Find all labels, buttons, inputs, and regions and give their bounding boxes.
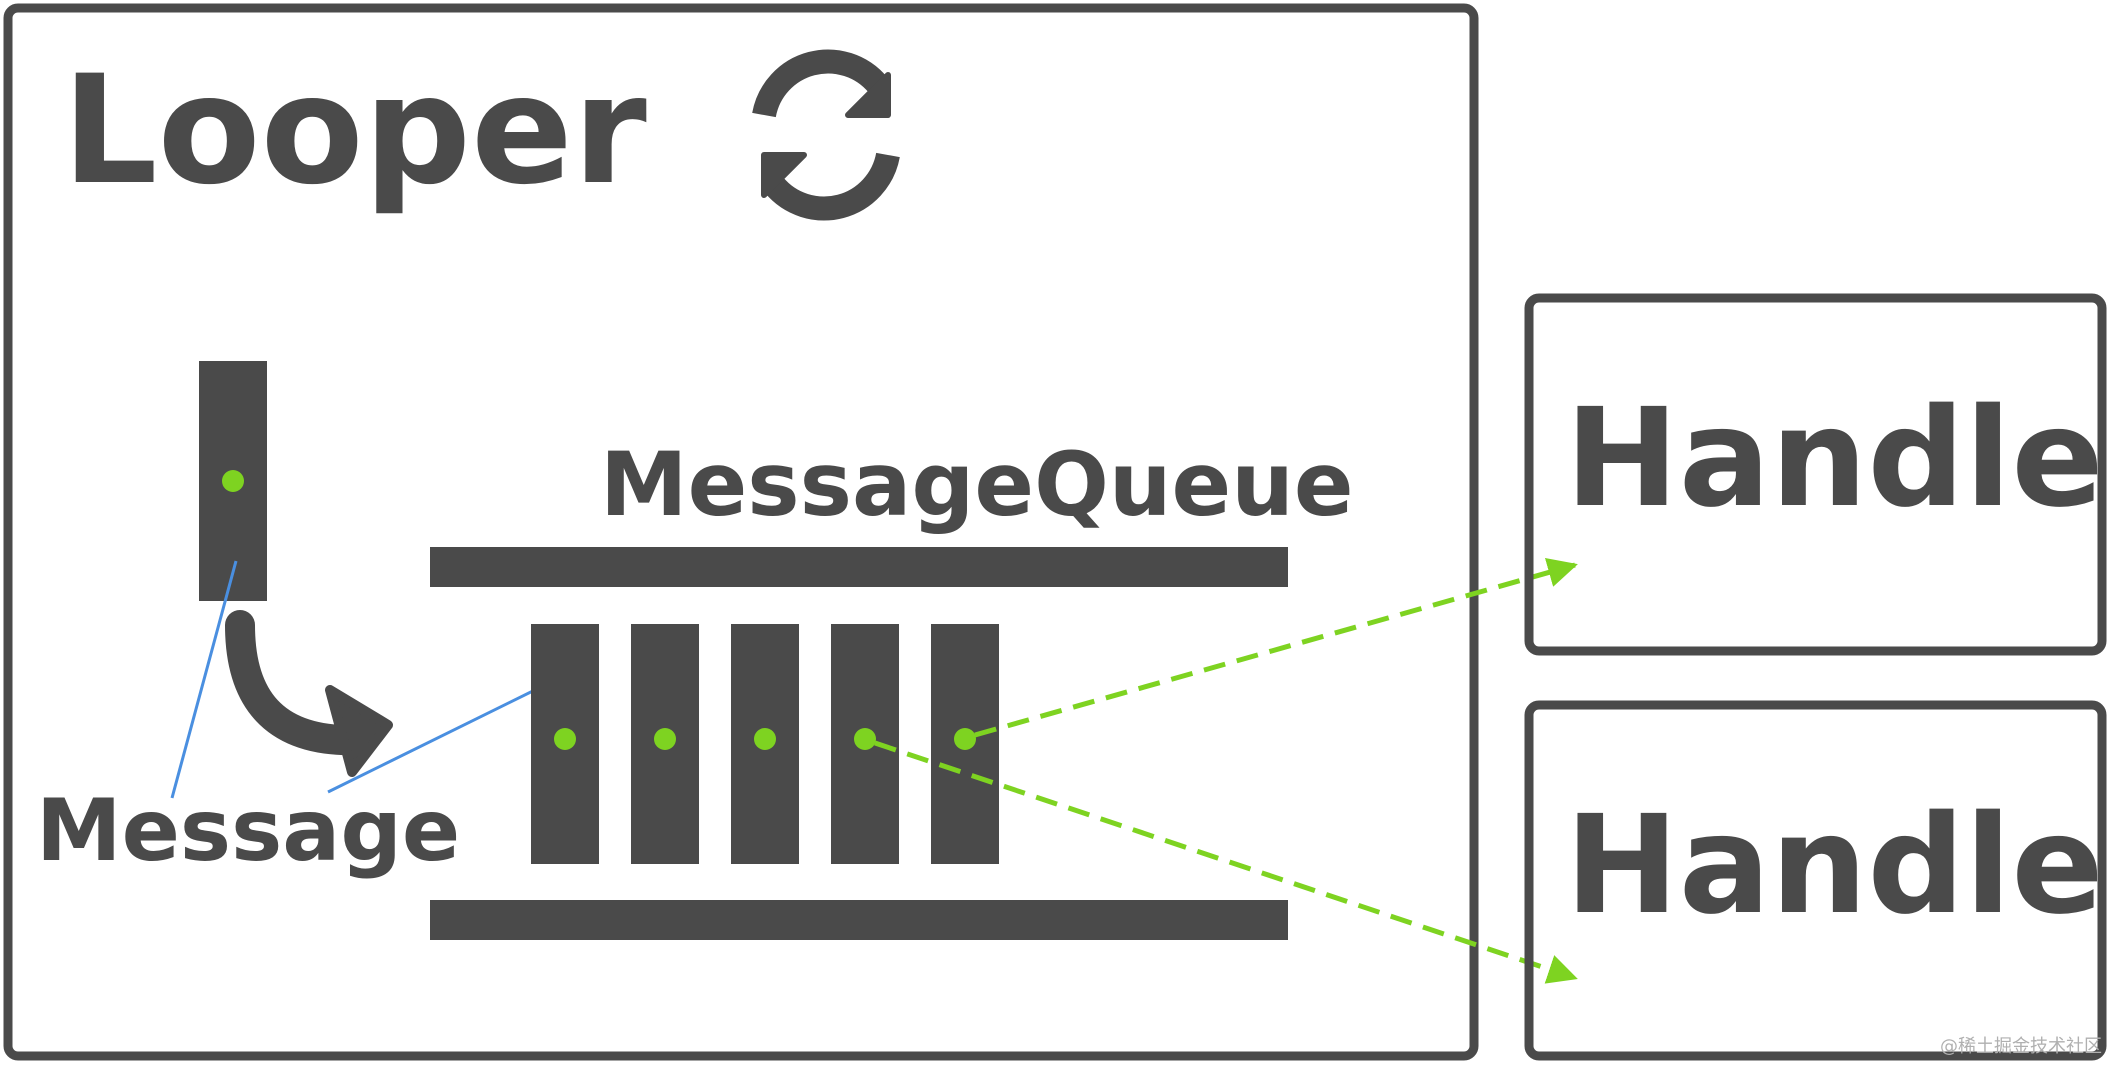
enqueue-arrow: [225, 610, 393, 777]
dispatch-arrow-top: [974, 557, 1578, 738]
dispatch-arrow-bottom: [874, 740, 1578, 984]
message-pointer-line: [170, 560, 238, 799]
handler-label: Handler: [1565, 787, 2108, 945]
incoming-message-dot: [222, 470, 244, 492]
looper-title: Looper: [62, 44, 647, 218]
queue-title: MessageQueue: [600, 433, 1354, 536]
queue-slot-dot: [754, 728, 776, 750]
queue-slot-dot: [654, 728, 676, 750]
message-pointer-line: [327, 684, 544, 794]
queue-slot-dot: [954, 728, 976, 750]
queue-bottom-rail: [430, 900, 1288, 940]
looper-box: Looper Message MessageQueue: [3, 3, 1479, 1061]
refresh-icon: [752, 49, 900, 221]
queue-slots: [531, 624, 999, 864]
queue-slot-dot: [854, 728, 876, 750]
watermark-text: @稀土掘金技术社区: [1940, 1036, 2102, 1057]
queue-top-rail: [430, 547, 1288, 587]
handler-box-1: Handler: [1524, 293, 2108, 656]
handler-label: Handler: [1565, 380, 2108, 538]
handler-box-2: Handler: [1524, 700, 2108, 1061]
message-label: Message: [36, 781, 460, 881]
queue-slot-dot: [554, 728, 576, 750]
